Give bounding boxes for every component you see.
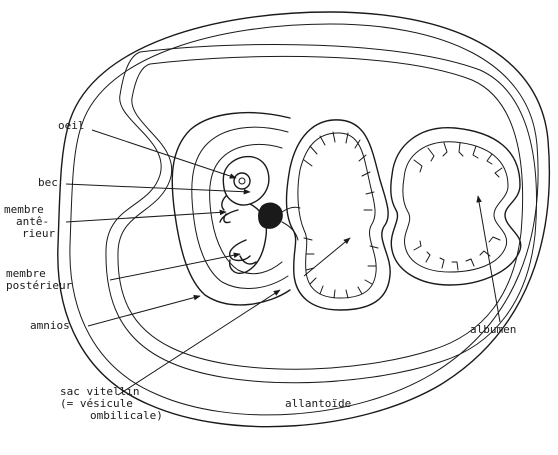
label-allantoide: allantoïde [285, 397, 352, 410]
yolk-connection [281, 206, 301, 241]
label-sac-vitellin-line1: sac vitellin [60, 385, 140, 398]
label-oeil: oeil [58, 119, 85, 132]
allantois-left-inner [297, 132, 377, 299]
label-sac-vitellin-line2: (= vésicule [60, 397, 133, 410]
shell-outer [57, 11, 551, 428]
label-membre-posterieur: membre postérieur [6, 268, 72, 292]
embryo-beak [221, 195, 227, 211]
leader-amnios [87, 294, 201, 327]
leader-sac-vitellin [117, 289, 281, 396]
label-bec: bec [38, 176, 58, 189]
leader-oeil [91, 129, 237, 179]
leader-allantoide [303, 237, 351, 277]
amnion-inner [209, 143, 283, 275]
leader-membre-anterieur [65, 209, 227, 223]
label-membre-posterieur-line1: membre [6, 267, 46, 280]
label-membre-anterieur-line1: membre [4, 203, 44, 216]
albumen-villi [413, 142, 503, 271]
leader-membre-posterieur [109, 252, 241, 281]
albumen-inner [402, 141, 509, 273]
shell-inner [69, 23, 539, 416]
label-sac-vitellin-line3: ombilicale) [90, 409, 163, 422]
allantois-left-lobe [285, 119, 391, 311]
embryo-hindlimb [229, 239, 257, 265]
embryo-head [222, 155, 270, 206]
label-membre-posterieur-line2: postérieur [6, 279, 73, 292]
leader-bec [65, 183, 251, 195]
label-albumen: albumen [470, 323, 517, 336]
embryo-pupil [238, 177, 246, 185]
umbilical-stalk [258, 202, 283, 229]
label-amnios: amnios [30, 319, 70, 332]
embryo-forelimb [219, 209, 239, 224]
amnion-mid [191, 126, 289, 289]
leader-albumen [476, 195, 501, 323]
albumen-sac [390, 127, 522, 286]
embryo-eye [233, 172, 251, 190]
chorion-outer [105, 44, 537, 384]
label-membre-anterieur: membre antê- rieur [4, 204, 55, 240]
label-membre-anterieur-line3: rieur [22, 227, 56, 240]
label-sac-vitellin: sac vitellin (= vésicule ombilicale) [60, 386, 163, 422]
chorion-inner [117, 55, 524, 370]
label-membre-anterieur-line2: antê- [16, 215, 50, 228]
allantois-left-villi [303, 131, 379, 299]
